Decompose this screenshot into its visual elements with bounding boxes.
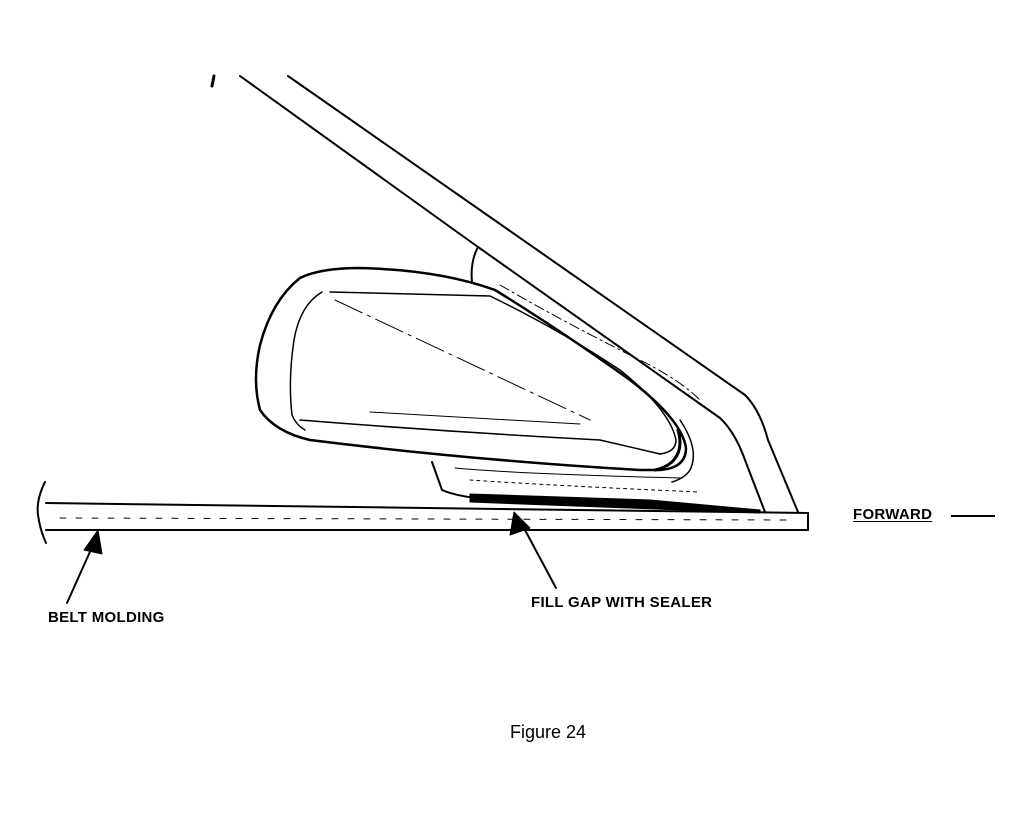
mirror-glare-line	[334, 299, 591, 421]
housing-inner-rim	[289, 291, 323, 431]
mirror-glass-bottom	[299, 419, 661, 455]
belt-molding	[36, 481, 809, 544]
mirror-glass-top	[329, 291, 677, 455]
mirror-glass-lower-line	[369, 411, 581, 425]
belt-molding-label: BELT MOLDING	[48, 609, 165, 626]
belt-molding-arrowhead	[83, 529, 103, 555]
forward-direction-line	[951, 515, 995, 517]
forward-label: FORWARD	[853, 506, 933, 523]
frame-outer-corner	[744, 394, 799, 513]
frame-inner-edge-upper	[239, 75, 479, 248]
frame-inner-edge-lower	[477, 246, 766, 513]
molding-break-left	[36, 481, 47, 544]
figure-caption: Figure 24	[509, 722, 587, 742]
frame-outer-edge	[287, 75, 746, 396]
leader-arrows	[66, 511, 557, 604]
sealer-arrowhead	[509, 511, 531, 536]
mirror-base	[431, 246, 761, 513]
molding-top-edge	[45, 502, 809, 514]
belt-molding-leader	[66, 544, 94, 604]
window-frame	[210, 74, 799, 513]
mirror-housing	[254, 266, 688, 472]
housing-outline	[254, 266, 688, 472]
mount-top	[470, 246, 479, 283]
molding-texture	[59, 517, 791, 521]
fill-gap-label: FILL GAP WITH SEALER	[531, 594, 713, 611]
sealer-leader	[524, 529, 557, 589]
